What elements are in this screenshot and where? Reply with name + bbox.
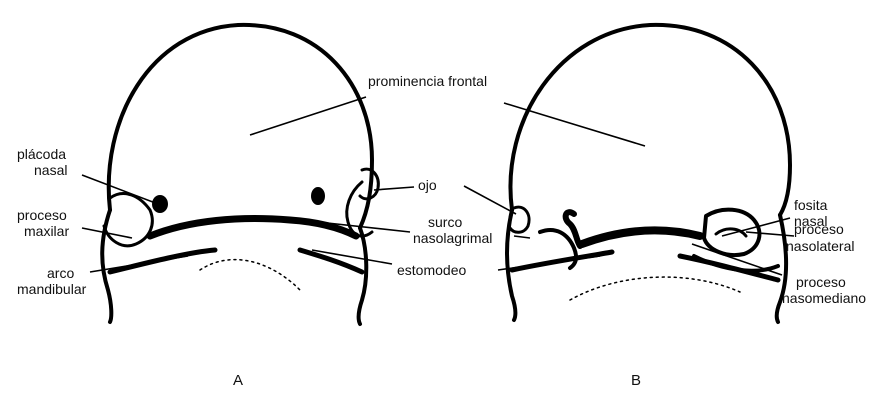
panel-b-head-outline	[510, 25, 790, 215]
label-placoda-line2: nasal	[34, 162, 67, 178]
leader-prominencia-frontal-a	[250, 97, 366, 135]
panel-b-nasal-pit-right	[716, 229, 746, 236]
panel-letter-a: A	[233, 372, 243, 389]
leader-ojo	[374, 187, 414, 190]
leader-surco-nasolagrimal-b	[514, 236, 530, 238]
leader-proceso-maxilar	[82, 228, 132, 238]
label-proceso-maxilar-line2: maxilar	[24, 223, 69, 239]
panel-letter-b: B	[631, 372, 641, 389]
label-proceso-nasomediano-line1: proceso	[796, 274, 846, 290]
label-arco-line1: arco	[47, 265, 74, 281]
panel-b-left-cheek	[507, 210, 515, 320]
panel-a-chin-arc	[200, 260, 300, 290]
label-proceso-maxilar-line1: proceso	[17, 207, 67, 223]
label-arco-line2: mandibular	[17, 281, 86, 297]
panel-b-mouth-upper	[582, 230, 700, 244]
label-surco-line1: surco	[428, 214, 462, 230]
panel-a-nasal-placodes	[152, 187, 325, 213]
label-ojo: ojo	[418, 177, 437, 193]
label-fosita-line1: fosita	[794, 197, 827, 213]
panel-a-right-cheek	[359, 228, 367, 324]
leader-estomodeo-b	[498, 256, 600, 270]
leader-placoda-nasal	[82, 175, 158, 204]
panel-a-mouth-lower	[110, 250, 362, 272]
panel-a-placode-left	[152, 195, 168, 213]
leader-proceso-nasolateral	[746, 232, 794, 236]
panel-a-mouth-upper	[150, 219, 356, 236]
label-proceso-nasomediano-line2: nasomediano	[782, 290, 866, 306]
label-estomodeo: estomodeo	[397, 262, 466, 278]
label-proceso-nasolateral-line2: nasolateral	[786, 238, 855, 254]
leader-prominencia-frontal-b	[504, 103, 645, 146]
label-prominencia-frontal: prominencia frontal	[368, 73, 487, 89]
label-proceso-nasolateral-line1: proceso	[794, 221, 844, 237]
leader-ojo-b	[464, 186, 516, 214]
panel-b-chin-arc	[570, 277, 740, 300]
panel-a-drawing	[102, 25, 378, 324]
leader-lines	[82, 97, 794, 275]
panel-b-drawing	[507, 25, 790, 322]
label-placoda-line1: plácoda	[17, 146, 66, 162]
panel-a-placode-right	[311, 187, 325, 205]
panel-a-head-outline	[109, 25, 372, 228]
label-surco-line2: nasolagrimal	[413, 230, 492, 246]
